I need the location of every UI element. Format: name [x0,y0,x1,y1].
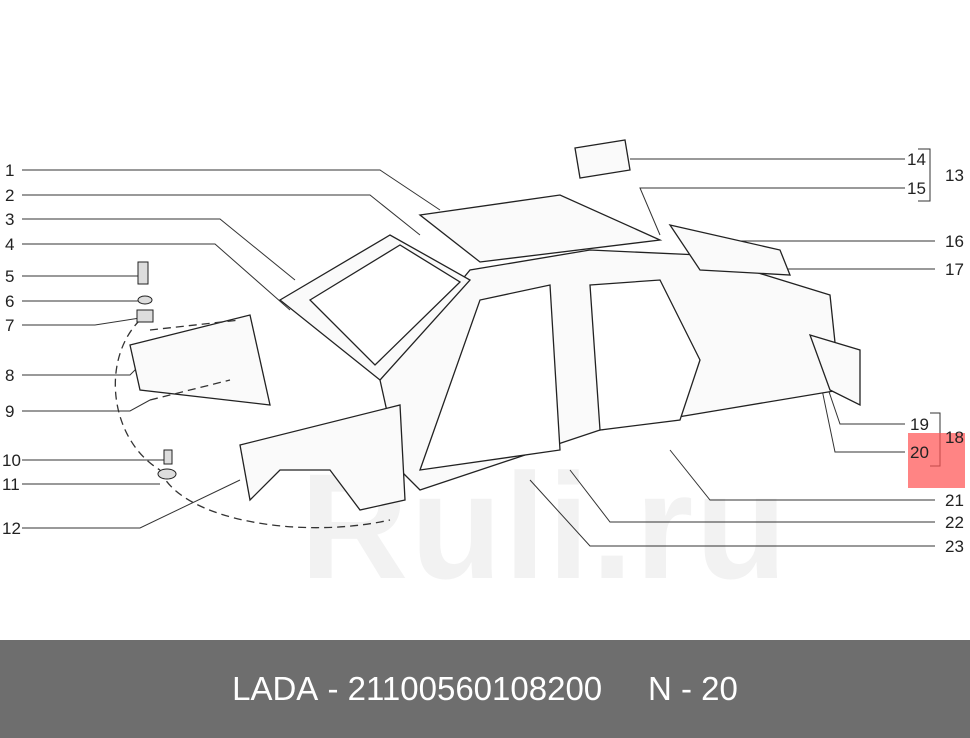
callout-7: 7 [5,316,15,335]
callout-19: 19 [910,415,929,434]
callout-15: 15 [907,179,926,198]
rear-door-opening [589,279,701,431]
callout-6: 6 [5,292,15,311]
callout-4: 4 [5,235,15,254]
callout-22: 22 [945,513,964,532]
callout-18: 18 [945,428,964,447]
callout-9: 9 [5,402,15,421]
part-number: 21100560108200 [347,670,603,707]
wheel-arch [668,224,791,276]
dashed-assembly-lines [114,319,391,529]
callout-14: 14 [907,150,926,169]
callout-10: 10 [2,451,21,470]
callout-8: 8 [5,366,15,385]
callout-21: 21 [945,491,964,510]
fasteners [136,261,177,480]
highlight-box [908,433,965,488]
callout-11: 11 [2,475,20,494]
callout-12: 12 [2,519,21,538]
callout-13: 13 [945,166,964,185]
fuel-filler-door [574,139,631,179]
callout-16: 16 [945,232,964,251]
callout-3: 3 [5,210,15,229]
spacer [602,670,648,708]
fender-bracket [129,314,271,406]
brand: LADA [232,670,319,707]
roof-panel [418,194,663,263]
callout-23: 23 [945,537,964,556]
leader-lines [22,148,941,547]
separator: - [318,670,348,707]
callout-20: 20 [910,443,929,462]
callout-2: 2 [5,186,15,205]
car-body-parts [129,139,861,511]
body-parts-diagram [22,139,941,547]
position-number: N - 20 [648,670,738,707]
rear-panel [808,334,861,407]
front-door-opening [419,284,561,471]
front-fender [239,404,406,511]
callout-17: 17 [945,260,964,279]
callout-1: 1 [5,161,15,180]
footer-bar: LADA - 21100560108200 N - 20 [0,640,970,738]
callout-5: 5 [5,267,15,286]
